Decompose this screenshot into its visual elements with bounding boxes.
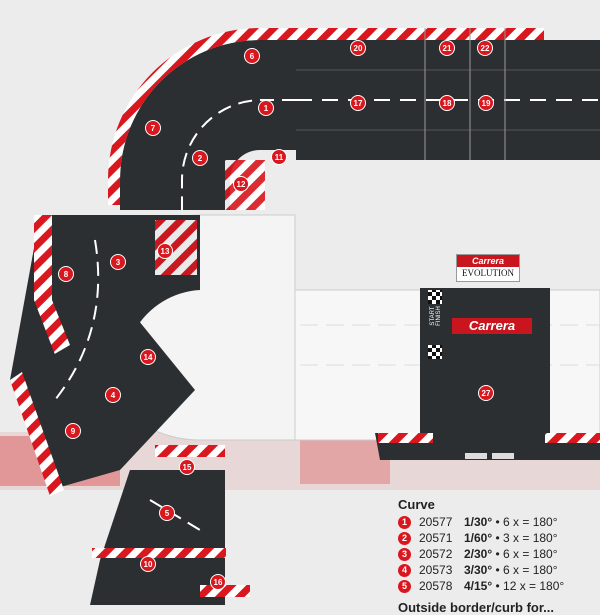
legend-row: 5 20578 4/15° • 12 x = 180° (398, 578, 598, 594)
carrera-track-banner: Carrera (452, 318, 532, 334)
marker-label: 19 (482, 99, 491, 108)
marker-label: 22 (481, 44, 490, 53)
legend-footer: Outside border/curb for... (398, 600, 554, 615)
marker-label: 5 (165, 509, 170, 518)
legend-description: 3/30° • 6 x = 180° (464, 563, 558, 577)
legend-number: 2 (398, 532, 411, 545)
legend-row: 3 20572 2/30° • 6 x = 180° (398, 546, 598, 562)
legend-rest: • 6 x = 180° (492, 515, 557, 529)
legend-description: 2/30° • 6 x = 180° (464, 547, 558, 561)
marker-label: 15 (183, 463, 192, 472)
piece-marker-11: 11 (272, 150, 287, 165)
legend-angle: 1/60° (464, 531, 492, 545)
piece-marker-17: 17 (351, 96, 366, 111)
piece-marker-13: 13 (158, 244, 173, 259)
legend-description: 1/60° • 3 x = 180° (464, 531, 558, 545)
legend-number: 4 (398, 564, 411, 577)
marker-label: 3 (116, 258, 121, 267)
piece-marker-2: 2 (193, 151, 208, 166)
marker-label: 9 (71, 427, 76, 436)
marker-label: 17 (354, 99, 363, 108)
marker-label: 12 (237, 180, 246, 189)
marker-label: 18 (443, 99, 452, 108)
marker-label: 6 (250, 52, 255, 61)
legend-number: 1 (398, 516, 411, 529)
piece-marker-9: 9 (66, 424, 81, 439)
marker-label: 20 (354, 44, 363, 53)
legend-title: Curve (398, 497, 598, 512)
legend-angle: 4/15° (464, 579, 492, 593)
piece-marker-14: 14 (141, 350, 156, 365)
legend-number: 5 (398, 580, 411, 593)
piece-marker-20: 20 (351, 41, 366, 56)
piece-marker-6: 6 (245, 49, 260, 64)
piece-marker-22: 22 (478, 41, 493, 56)
legend-row: 1 20577 1/30° • 6 x = 180° (398, 514, 598, 530)
legend-article: 20571 (419, 531, 464, 545)
marker-label: 1 (264, 104, 269, 113)
marker-label: 21 (443, 44, 452, 53)
marker-label: 27 (482, 389, 491, 398)
piece-marker-15: 15 (180, 460, 195, 475)
marker-label: 4 (111, 391, 116, 400)
legend-row: 4 20573 3/30° • 6 x = 180° (398, 562, 598, 578)
piece-marker-27: 27 (479, 386, 494, 401)
legend-description: 1/30° • 6 x = 180° (464, 515, 558, 529)
legend-angle: 3/30° (464, 563, 492, 577)
legend-article: 20572 (419, 547, 464, 561)
legend-rest: • 6 x = 180° (492, 547, 557, 561)
piece-marker-16: 16 (211, 575, 226, 590)
piece-marker-18: 18 (440, 96, 455, 111)
legend-article: 20578 (419, 579, 464, 593)
piece-marker-5: 5 (160, 506, 175, 521)
legend-article: 20573 (419, 563, 464, 577)
finish-label: FINISH (436, 306, 442, 326)
logo-brand: Carrera (457, 255, 519, 267)
marker-label: 8 (64, 270, 69, 279)
carrera-evolution-logo: Carrera EVOLUTION (456, 254, 520, 282)
curve-legend: Curve 1 20577 1/30° • 6 x = 180° 2 20571… (398, 497, 598, 594)
piece-marker-4: 4 (106, 388, 121, 403)
legend-rest: • 3 x = 180° (492, 531, 557, 545)
marker-label: 7 (151, 124, 156, 133)
logo-product: EVOLUTION (457, 267, 519, 280)
legend-rest: • 12 x = 180° (492, 579, 564, 593)
legend-angle: 2/30° (464, 547, 492, 561)
marker-label: 13 (161, 247, 170, 256)
marker-label: 16 (214, 578, 223, 587)
marker-label: 11 (275, 153, 284, 162)
piece-marker-12: 12 (234, 177, 249, 192)
piece-marker-3: 3 (111, 255, 126, 270)
legend-article: 20577 (419, 515, 464, 529)
piece-marker-8: 8 (59, 267, 74, 282)
piece-marker-1: 1 (259, 101, 274, 116)
legend-description: 4/15° • 12 x = 180° (464, 579, 564, 593)
start-finish-label: START FINISH (430, 301, 442, 331)
piece-marker-10: 10 (141, 557, 156, 572)
piece-marker-7: 7 (146, 121, 161, 136)
marker-label: 10 (144, 560, 153, 569)
marker-label: 14 (144, 353, 153, 362)
piece-marker-21: 21 (440, 41, 455, 56)
marker-label: 2 (198, 154, 203, 163)
piece-marker-19: 19 (479, 96, 494, 111)
legend-number: 3 (398, 548, 411, 561)
legend-rest: • 6 x = 180° (492, 563, 557, 577)
legend-row: 2 20571 1/60° • 3 x = 180° (398, 530, 598, 546)
legend-angle: 1/30° (464, 515, 492, 529)
